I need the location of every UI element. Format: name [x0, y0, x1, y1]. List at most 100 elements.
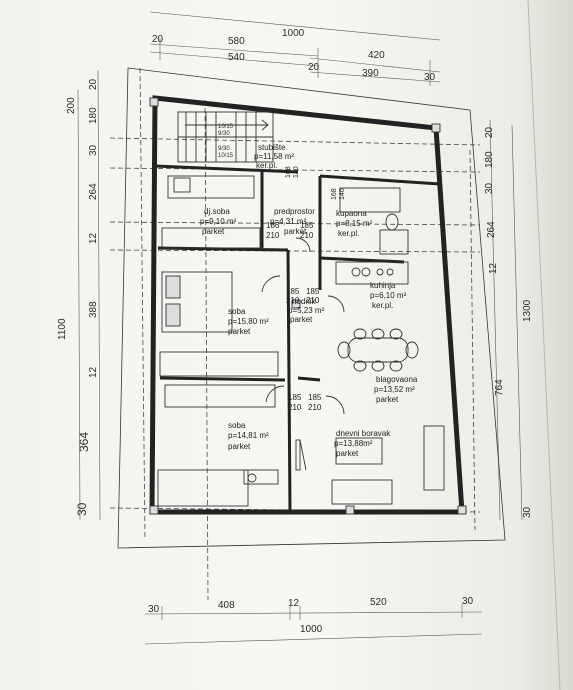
svg-text:ker.pl.: ker.pl.	[338, 229, 359, 238]
svg-text:kuhinja: kuhinja	[370, 281, 396, 290]
svg-text:ker.pl.: ker.pl.	[372, 301, 393, 310]
svg-text:p=4,31 m²: p=4,31 m²	[270, 217, 307, 226]
room-hallway-entry: predprostor p=4,31 m² parket	[270, 207, 315, 236]
door-tag-f2: 210	[308, 403, 322, 412]
dim-top-a2: 580	[228, 36, 245, 47]
svg-text:p=13,88m²: p=13,88m²	[334, 439, 373, 448]
dim-left-l9: 364	[77, 432, 91, 452]
dim-top-b2: 20	[308, 62, 320, 73]
room-stairwell: stubište p=11,58 m² ker.pl.	[254, 143, 294, 170]
svg-text:p=6,10 m²: p=6,10 m²	[370, 291, 407, 300]
stair-mark-1: 10/15	[218, 124, 234, 130]
dim-right-r5: 12	[488, 262, 499, 274]
room-corridor: hodnik p=5,23 m² parket	[288, 297, 325, 324]
svg-text:dnevni boravak: dnevni boravak	[336, 429, 391, 438]
room-living: dnevni boravak p=13,88m² parket	[334, 429, 391, 458]
svg-text:ker.pl.: ker.pl.	[256, 161, 277, 170]
room-kitchen: kuhinja p=6,10 m² ker.pl.	[370, 281, 407, 310]
svg-text:stubište: stubište	[258, 143, 286, 152]
dim-bottom-total: 1000	[300, 624, 323, 635]
door-tag-e: 185	[288, 393, 302, 402]
dim-top-total: 1000	[282, 28, 305, 39]
dim-left-l8: 12	[88, 366, 99, 378]
room-labels: stubište p=11,58 m² ker.pl. dj.soba p=9,…	[200, 143, 418, 458]
room-kids: dj.soba p=9,10 m² parket	[200, 207, 237, 236]
dim-right-r7: 1300	[522, 299, 533, 322]
svg-text:parket: parket	[284, 227, 307, 236]
bottom-dimensions: 30 408 12 520 30 1000	[144, 596, 483, 645]
svg-text:parket: parket	[376, 395, 399, 404]
svg-text:parket: parket	[202, 227, 225, 236]
sheet-edge	[527, 0, 561, 690]
svg-text:p=13,52 m²: p=13,52 m²	[374, 385, 415, 394]
room-bedroom-1: soba p=15,80 m² parket	[228, 307, 269, 336]
dim-right-r3: 30	[484, 182, 495, 194]
dim-right-r4: 264	[486, 221, 497, 238]
svg-text:parket: parket	[228, 327, 251, 336]
dim-left-l3: 180	[88, 107, 99, 124]
svg-text:hodnik: hodnik	[292, 297, 317, 306]
left-dimensions: 1100 20 200 180 30 264 12 388 12 364 30	[57, 69, 101, 521]
furniture	[149, 97, 467, 515]
dim-bottom-d3: 12	[288, 598, 300, 609]
stair-mark-3: 9/30	[218, 146, 230, 152]
svg-text:blagovaona: blagovaona	[376, 375, 418, 384]
svg-text:p=14,81 m²: p=14,81 m²	[228, 431, 269, 440]
dim-left-l6: 12	[88, 232, 99, 244]
dim-top-b3: 390	[362, 68, 379, 79]
svg-text:dj.soba: dj.soba	[204, 207, 230, 216]
dim-top-a1: 20	[152, 34, 164, 45]
dim-right-r8: 30	[522, 506, 533, 518]
door-tag-c: 185	[286, 287, 300, 296]
door-tag-d: 185	[306, 287, 320, 296]
svg-text:kupaona: kupaona	[336, 209, 367, 218]
door-tag-h: 168	[331, 188, 338, 200]
dim-bottom-d4: 520	[370, 597, 387, 608]
stair-mark-2: 9/30	[218, 131, 230, 137]
door-tag-b: 185	[300, 221, 314, 230]
room-bedroom-2: soba p=14,81 m² parket	[228, 421, 269, 451]
dim-top-b1: 420	[368, 50, 385, 61]
dim-top-b4: 30	[424, 72, 436, 83]
svg-text:soba: soba	[228, 421, 246, 430]
dim-left-l4: 30	[88, 144, 99, 156]
svg-text:soba: soba	[228, 307, 246, 316]
dim-bottom-d2: 408	[218, 600, 235, 611]
svg-text:p=9,10 m²: p=9,10 m²	[200, 217, 237, 226]
room-dining: blagovaona p=13,52 m² parket	[374, 375, 418, 404]
svg-text:p=8,15 m²: p=8,15 m²	[336, 219, 373, 228]
dim-left-l2: 200	[66, 97, 77, 114]
dim-left-l5: 264	[88, 183, 99, 200]
svg-text:parket: parket	[290, 315, 313, 324]
door-tag-h2: 140	[339, 188, 346, 200]
door-tag-g: 168	[285, 166, 292, 178]
door-tag-a2: 210	[266, 231, 280, 240]
door-tag-c2: 210	[286, 296, 300, 305]
door-tag-f: 185	[308, 393, 322, 402]
top-dimensions: 1000 20 580 540 420 20 390 30	[149, 11, 441, 86]
svg-text:p=15,80 m²: p=15,80 m²	[228, 317, 269, 326]
dim-left-l1: 20	[88, 78, 99, 90]
dim-left-total: 1100	[57, 318, 68, 340]
dim-left-l7: 388	[88, 301, 99, 318]
dim-left-l10: 30	[75, 502, 89, 516]
svg-text:p=11,58 m²: p=11,58 m²	[254, 152, 294, 161]
dim-bottom-d5: 30	[462, 596, 474, 607]
svg-text:parket: parket	[336, 449, 359, 458]
room-bathroom: kupaona p=8,15 m² ker.pl.	[336, 209, 373, 238]
dim-bottom-d1: 30	[148, 604, 160, 615]
stair-mark-4: 10/15	[218, 153, 234, 159]
door-tag-d2: 210	[306, 296, 320, 305]
dim-right-r2: 180	[484, 151, 495, 168]
svg-text:parket: parket	[228, 442, 251, 451]
door-tag-b2: 210	[300, 231, 314, 240]
outline-lines	[109, 67, 506, 601]
staircase: 10/15 9/30 9/30 10/15	[177, 111, 274, 163]
door-tag-g2: 140	[293, 166, 300, 178]
svg-text:predprostor: predprostor	[274, 207, 315, 216]
door-tags: 186 210 185 210 185 210 185 210 185 210 …	[266, 166, 346, 412]
svg-text:p=5,23 m²: p=5,23 m²	[288, 306, 325, 315]
right-dimensions: 20 180 30 264 12 764 1300 30	[484, 119, 533, 521]
